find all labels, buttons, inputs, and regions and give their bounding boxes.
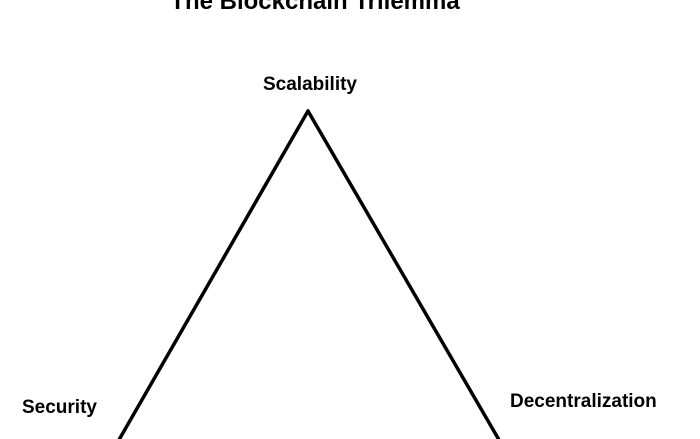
diagram-title: The Blockchain Trilemma: [170, 0, 460, 15]
vertex-label-scalability: Scalability: [263, 74, 357, 95]
vertex-label-security: Security: [22, 397, 97, 418]
triangle-edge-left: [117, 109, 310, 439]
vertex-label-decentralization: Decentralization: [510, 391, 657, 412]
triangle-edge-right: [306, 109, 501, 439]
